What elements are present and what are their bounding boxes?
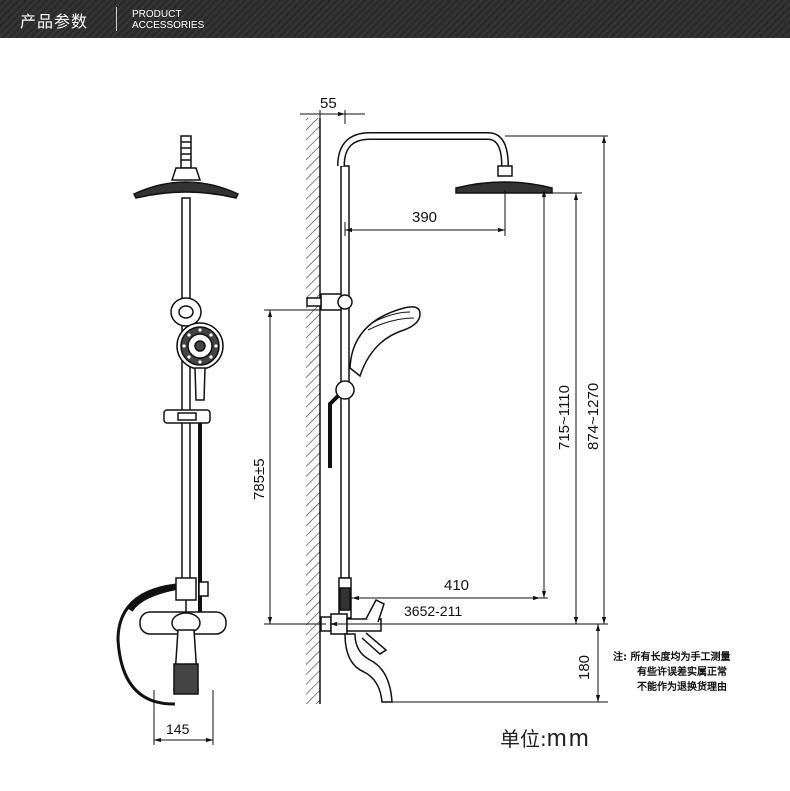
- header-subtitle: PRODUCT ACCESSORIES: [132, 9, 204, 31]
- front-view: [116, 135, 240, 706]
- dimension-874-1270: [552, 192, 582, 624]
- top-nut-icon: [180, 135, 192, 169]
- diverter-icon: [175, 577, 197, 601]
- header-divider: [116, 7, 117, 31]
- note-line1: 所有长度均为手工测量: [630, 652, 731, 663]
- wall-section: [306, 118, 320, 704]
- model-number-label: 3652-211: [404, 603, 462, 619]
- note-line2: 有些许误差实属正常: [637, 667, 727, 678]
- note-line3: 不能作为退换货理由: [637, 682, 727, 693]
- side-lever-icon: [365, 599, 385, 623]
- side-rain-head-icon: [455, 181, 553, 194]
- header-banner: 产品参数 PRODUCT ACCESSORIES: [0, 0, 790, 38]
- side-view: [306, 132, 553, 703]
- dimension-55: [300, 110, 365, 124]
- dimension-180: [392, 624, 608, 703]
- dimension-874-1270-label: 874~1270: [585, 383, 602, 450]
- unit-prefix: 单位:: [500, 727, 547, 751]
- unit-value: mm: [546, 725, 591, 752]
- header-subtitle-line1: PRODUCT: [132, 9, 182, 20]
- shower-dimension-drawing: 145: [116, 95, 608, 745]
- unit-label: 单位:mm: [500, 723, 591, 753]
- dimension-715-1110-label: 715~1110: [556, 385, 573, 450]
- side-slide-holder-icon: [335, 380, 355, 400]
- dimension-390: [344, 190, 506, 236]
- header-subtitle-line2: ACCESSORIES: [132, 20, 205, 31]
- side-mixer-body-icon: [346, 618, 382, 632]
- note-label: 注:: [613, 652, 627, 663]
- dimension-785-label: 785±5: [251, 458, 268, 500]
- dimension-145-label: 145: [166, 721, 190, 737]
- page-title: 产品参数: [20, 12, 89, 31]
- dimension-715-1110: [350, 190, 548, 599]
- dimension-410-label: 410: [444, 577, 469, 594]
- front-riser-pipe: [181, 197, 191, 581]
- dimension-145: [153, 690, 214, 745]
- dimension-180-label: 180: [576, 655, 593, 680]
- rain-head-icon: [132, 181, 240, 199]
- dimension-390-label: 390: [412, 209, 437, 226]
- dimension-total-outer: [505, 135, 608, 624]
- dimension-785: [264, 309, 326, 625]
- measurement-note: 注: 所有长度均为手工测量 有些许误差实属正常 不能作为退换货理由: [613, 650, 730, 695]
- dimension-55-label: 55: [320, 95, 337, 112]
